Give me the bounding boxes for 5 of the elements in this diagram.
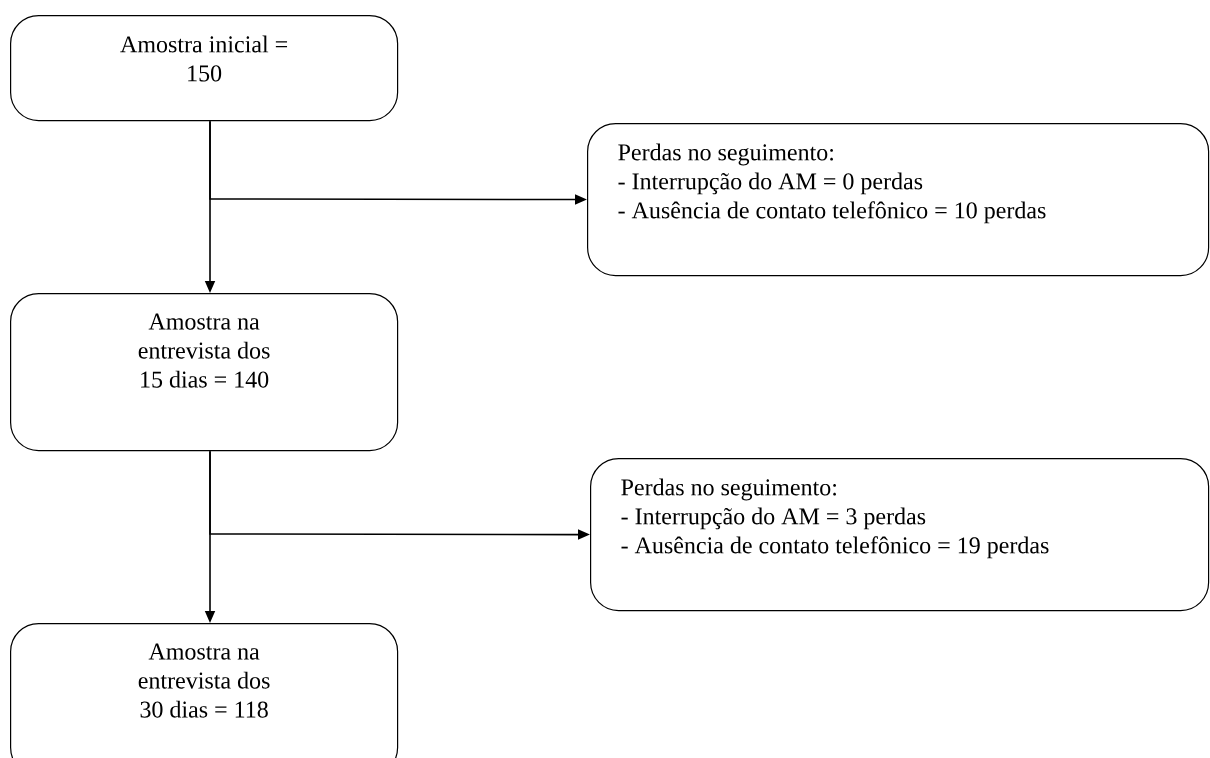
- note-box: Perdas no seguimento: - Interrupção do AM = 3 perdas - Ausência de contato telefônico = 19 perdas: [590, 458, 1210, 612]
- note-box: Perdas no seguimento: - Interrupção do AM = 0 perdas - Ausência de contato telefônico = 10 perdas: [587, 123, 1210, 277]
- process-box: Amostra na entrevista dos 30 dias = 118: [10, 623, 399, 758]
- process-box: Amostra inicial = 150: [10, 15, 399, 122]
- process-box: Amostra na entrevista dos 15 dias = 140: [10, 293, 399, 452]
